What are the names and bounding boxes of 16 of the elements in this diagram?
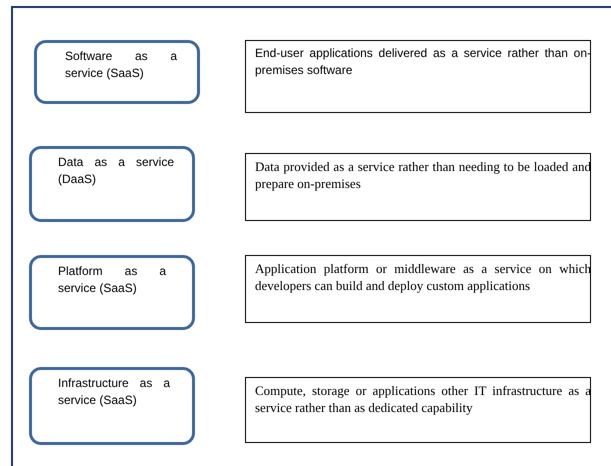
rounded-box (34, 40, 200, 104)
rounded-box (29, 255, 195, 330)
rounded-box (29, 146, 195, 222)
box-text: Compute, storage or applications other IT infrastructure as a service rather than as dedicated capability (255, 382, 591, 416)
box-text: Platform as a service (SaaS) (58, 263, 166, 297)
box-text: Data provided as a service rather than needing to be loaded and prepare on-premises (255, 158, 591, 192)
box-text: Application platform or middleware as a service on which developers can build and deploy custom applications (255, 260, 591, 294)
description-box (245, 377, 591, 443)
box-text: Data as a service (DaaS) (58, 154, 174, 188)
description-box (245, 255, 591, 323)
box-text: Infrastructure as a service (SaaS) (58, 375, 170, 409)
box-text: Software as a service (SaaS) (65, 48, 177, 82)
box-text: End-user applications delivered as a service rather than on-premises software (255, 45, 591, 79)
description-box (245, 40, 591, 113)
description-box (245, 153, 591, 221)
rounded-box (29, 367, 195, 445)
